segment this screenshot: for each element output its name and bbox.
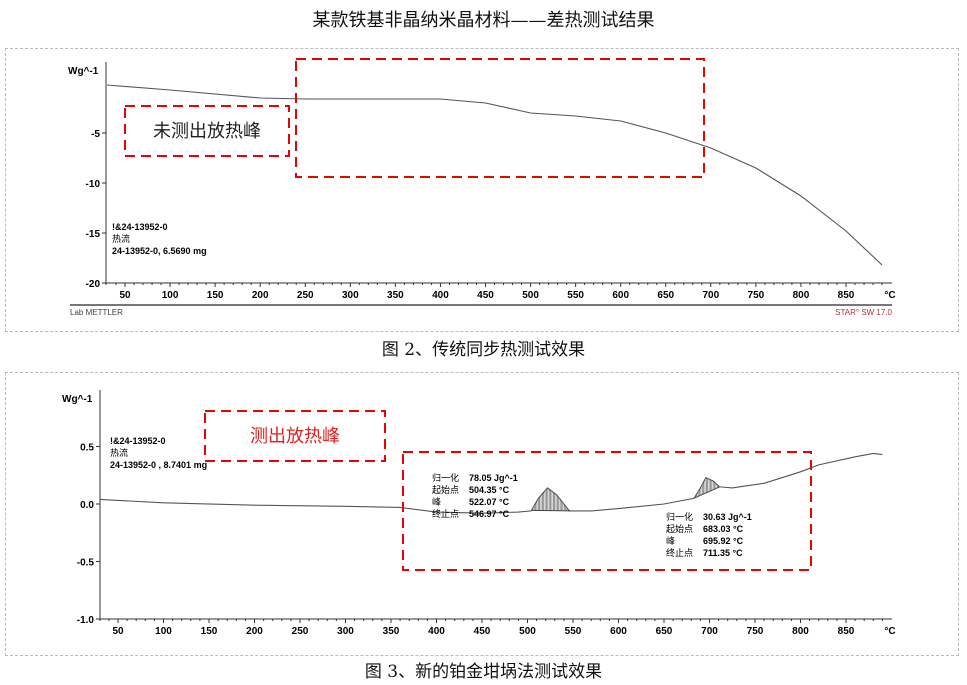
y-tick-label: 0.0 bbox=[80, 500, 94, 511]
peak-result-label: 归一化 bbox=[432, 472, 459, 483]
sample-info: 热流 bbox=[110, 447, 128, 458]
x-tick-label: 800 bbox=[793, 290, 810, 301]
x-tick-label: 250 bbox=[292, 626, 309, 637]
figure-2-caption: 图 2、传统同步热测试效果 bbox=[381, 340, 586, 360]
x-tick-label: 500 bbox=[519, 626, 536, 637]
x-tick-label: 750 bbox=[747, 626, 764, 637]
x-tick-label: 50 bbox=[112, 626, 124, 637]
y-tick-label: -0.5 bbox=[77, 558, 95, 569]
sample-info: 热流 bbox=[112, 233, 130, 244]
peak-result-value: 683.03 °C bbox=[703, 524, 744, 534]
figure-3-caption: 图 3、新的铂金坩埚法测试效果 bbox=[364, 662, 603, 682]
peak-baseline bbox=[693, 486, 721, 499]
peak-result-label: 峰 bbox=[666, 536, 675, 546]
y-axis-label: Wg^-1 bbox=[62, 394, 93, 405]
x-tick-label: 200 bbox=[252, 290, 269, 301]
x-tick-label: 150 bbox=[201, 626, 218, 637]
sample-info: !&24-13952-0 bbox=[110, 436, 166, 446]
x-tick-label: 850 bbox=[838, 290, 855, 301]
peak-result-value: 78.05 Jg^-1 bbox=[469, 473, 518, 483]
x-tick-label: 450 bbox=[474, 626, 491, 637]
sample-info: 24-13952-0 , 8.7401 mg bbox=[110, 460, 207, 470]
y-tick-label: -1.0 bbox=[77, 615, 95, 626]
x-tick-label: 150 bbox=[207, 290, 224, 301]
y-axis-label: Wg^-1 bbox=[68, 66, 99, 77]
x-tick-label: 650 bbox=[657, 290, 674, 301]
x-tick-label: 350 bbox=[383, 626, 400, 637]
y-tick-label: -15 bbox=[86, 229, 101, 240]
highlight-box bbox=[402, 451, 812, 571]
peak-result-label: 终止点 bbox=[432, 508, 459, 519]
x-tick-label: 500 bbox=[522, 290, 539, 301]
x-tick-label: 550 bbox=[565, 626, 582, 637]
highlight-box bbox=[295, 58, 705, 178]
x-tick-label: 50 bbox=[119, 290, 131, 301]
x-tick-label: 200 bbox=[246, 626, 263, 637]
x-tick-label: 600 bbox=[610, 626, 627, 637]
peak-result-label: 终止点 bbox=[666, 547, 693, 558]
annotation-label: 未测出放热峰 bbox=[153, 121, 261, 141]
peak-result-value: 695.92 °C bbox=[703, 536, 744, 546]
heat-flow-curve bbox=[106, 84, 883, 266]
x-tick-label: 700 bbox=[701, 626, 718, 637]
x-tick-label: 250 bbox=[297, 290, 314, 301]
x-tick-label: 300 bbox=[342, 290, 359, 301]
peak-result-value: 546.97 °C bbox=[469, 509, 510, 519]
x-tick-label: 100 bbox=[155, 626, 172, 637]
x-unit-label: °C bbox=[884, 626, 895, 637]
x-tick-label: 400 bbox=[432, 290, 449, 301]
sample-info: 24-13952-0, 6.5690 mg bbox=[112, 246, 207, 256]
x-tick-label: 850 bbox=[838, 626, 855, 637]
x-tick-label: 350 bbox=[387, 290, 404, 301]
x-tick-label: 750 bbox=[748, 290, 765, 301]
x-tick-label: 650 bbox=[656, 626, 673, 637]
annotation-box bbox=[124, 105, 290, 157]
peak-result-label: 起始点 bbox=[666, 523, 693, 534]
x-unit-label: °C bbox=[884, 290, 895, 301]
peak-baseline bbox=[531, 509, 571, 512]
x-tick-label: 300 bbox=[337, 626, 354, 637]
annotation-label: 测出放热峰 bbox=[250, 426, 340, 446]
figure-3-frame bbox=[5, 372, 959, 656]
y-tick-label: -20 bbox=[86, 279, 101, 290]
x-tick-label: 550 bbox=[567, 290, 584, 301]
peak-result-label: 起始点 bbox=[432, 484, 459, 495]
peak-result-value: 30.63 Jg^-1 bbox=[703, 512, 752, 522]
heat-flow-curve bbox=[99, 452, 883, 514]
footer-left: Lab METTLER bbox=[70, 308, 123, 317]
y-tick-label: -5 bbox=[91, 129, 100, 140]
y-tick-label: 0.5 bbox=[80, 443, 94, 454]
peak-result-value: 711.35 °C bbox=[703, 548, 743, 558]
x-tick-label: 800 bbox=[792, 626, 809, 637]
peak-result-label: 归一化 bbox=[666, 511, 693, 522]
peak-result-value: 522.07 °C bbox=[469, 497, 510, 507]
x-tick-label: 400 bbox=[428, 626, 445, 637]
footer-right: STAR° SW 17.0 bbox=[835, 308, 892, 317]
annotation-box bbox=[204, 410, 386, 462]
figure-2-frame bbox=[5, 48, 959, 332]
x-tick-label: 700 bbox=[702, 290, 719, 301]
y-tick-label: -10 bbox=[86, 179, 101, 190]
peak-result-label: 峰 bbox=[432, 497, 441, 507]
x-tick-label: 100 bbox=[162, 290, 179, 301]
sample-info: !&24-13952-0 bbox=[112, 222, 168, 232]
x-tick-label: 600 bbox=[612, 290, 629, 301]
peak-result-value: 504.35 °C bbox=[469, 485, 510, 495]
page-title: 某款铁基非晶纳米晶材料——差热测试结果 bbox=[312, 10, 655, 31]
x-tick-label: 450 bbox=[477, 290, 494, 301]
